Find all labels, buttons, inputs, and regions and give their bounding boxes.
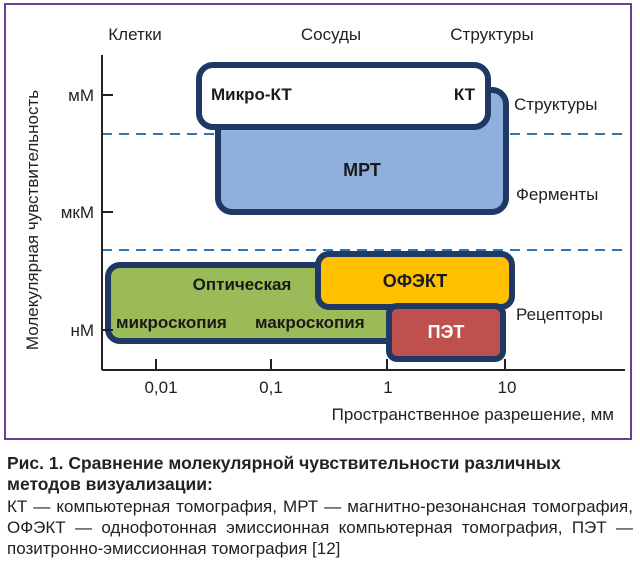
right-label-structures: Структуры	[514, 95, 597, 114]
ct-box	[196, 62, 491, 130]
x-tick-label-10: 10	[498, 378, 517, 397]
top-label-structures: Структуры	[450, 25, 533, 44]
figure-caption: Рис. 1. Сравнение молекулярной чувствите…	[7, 453, 633, 559]
macroscopy-label: макроскопия	[255, 313, 365, 332]
spect-label: ОФЭКТ	[383, 271, 448, 291]
y-axis-title: Молекулярная чувствительность	[23, 90, 42, 350]
caption-title: Рис. 1. Сравнение молекулярной чувствите…	[7, 453, 561, 494]
top-label-cells: Клетки	[108, 25, 161, 44]
pet-box	[386, 303, 506, 362]
micro-ct-label: Микро-КТ	[211, 85, 292, 104]
y-tick-label-nm: нМ	[70, 321, 94, 340]
x-tick-label-0-01: 0,01	[144, 378, 177, 397]
y-tick-label-mm: мМ	[68, 86, 94, 105]
top-label-vessels: Сосуды	[301, 25, 361, 44]
caption-body: КТ — компьютерная томография, МРТ — магн…	[7, 497, 633, 558]
microscopy-label: микроскопия	[116, 313, 227, 332]
optical-label-line1: Оптическая	[193, 275, 292, 294]
y-tick-label-um: мкМ	[61, 203, 94, 222]
pet-label: ПЭТ	[428, 322, 465, 342]
ct-label: КТ	[454, 85, 476, 104]
x-tick-label-0-1: 0,1	[259, 378, 283, 397]
modality-diagram: Клетки Сосуды Структуры Молекулярная чув…	[23, 25, 625, 424]
x-tick-label-1: 1	[383, 378, 392, 397]
right-label-enzymes: Ферменты	[516, 185, 598, 204]
mri-label: МРТ	[343, 160, 381, 180]
right-label-receptors: Рецепторы	[516, 305, 603, 324]
x-axis-title: Пространственное разрешение, мм	[332, 405, 614, 424]
